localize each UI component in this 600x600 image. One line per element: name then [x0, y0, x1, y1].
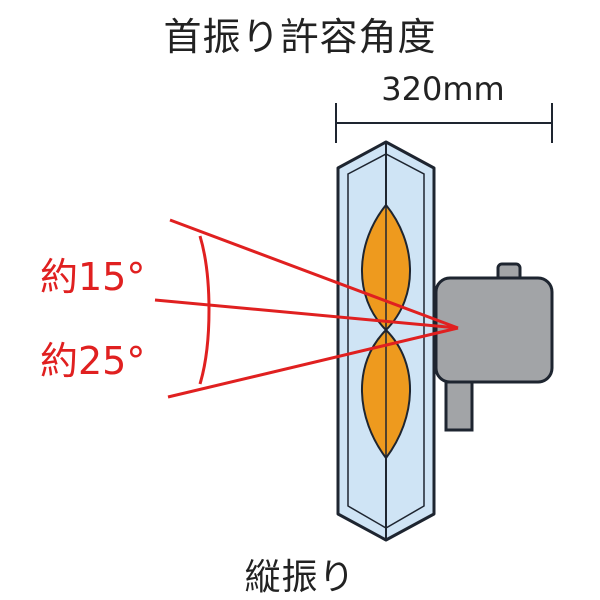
- angle-lower-label: 約25°: [40, 339, 146, 383]
- mount-bracket: [434, 262, 554, 432]
- width-dimension: [335, 103, 553, 143]
- angle-upper-label: 約15°: [40, 255, 146, 299]
- width-dimension-label: 320mm: [381, 70, 505, 108]
- tilt-direction-caption: 縦振り: [244, 557, 356, 598]
- tilt-angle-lines: [154, 218, 459, 399]
- heater-panel: [336, 140, 436, 542]
- page-title: 首振り許容角度: [163, 15, 437, 59]
- heater-element: [361, 203, 411, 460]
